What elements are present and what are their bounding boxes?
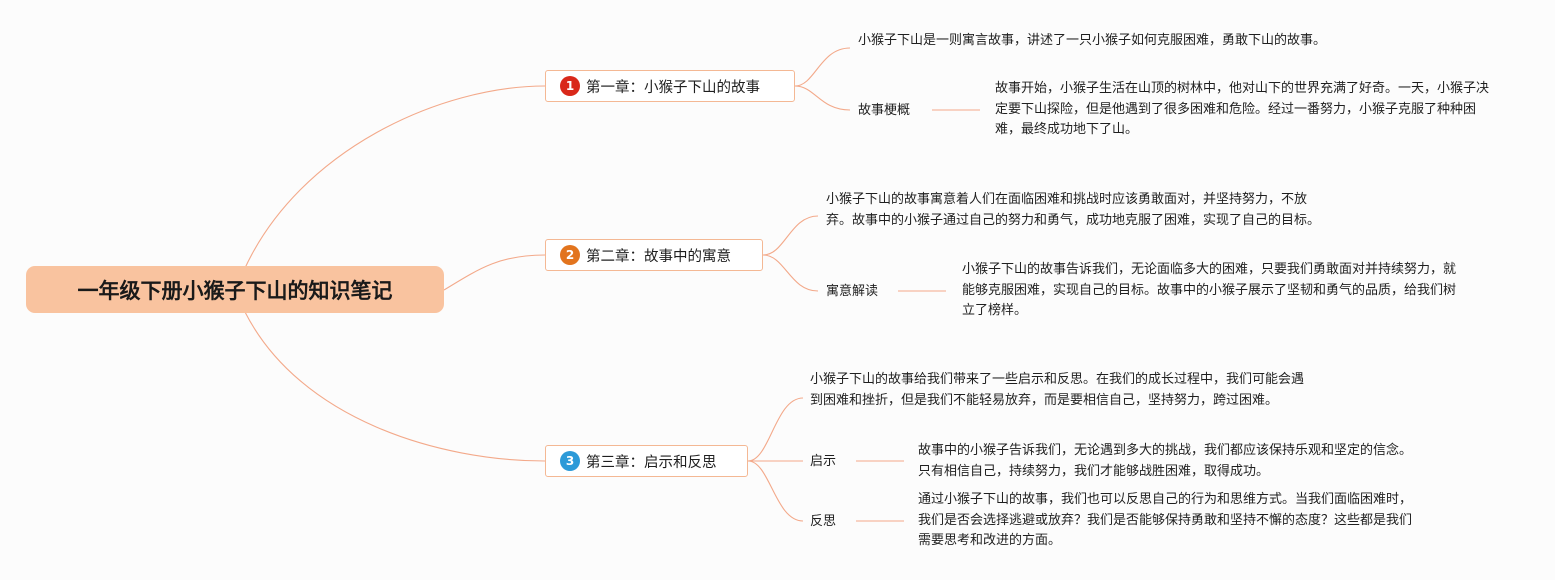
chapter-1-topic-detail[interactable]: 故事开始，小猴子生活在山顶的树林中，他对山下的世界充满了好奇。一天，小猴子决定要… [995, 81, 1490, 137]
chapter-3-topic-2-detail[interactable]: 通过小猴子下山的故事，我们也可以反思自己的行为和思维方式。当我们面临困难时，我们… [918, 492, 1413, 548]
ch1-to-topic-line [794, 85, 851, 111]
ch2-to-topic-line [762, 254, 819, 292]
chapter-2-topic-label[interactable]: 寓意解读 [826, 284, 879, 299]
chapter-number-badge: 2 [560, 245, 580, 265]
ch2-to-summary-line [762, 215, 819, 256]
chapter-1-node[interactable]: 1 第一章：小猴子下山的故事 [545, 70, 795, 102]
chapter-2-node[interactable]: 2 第二章：故事中的寓意 [545, 239, 763, 271]
chapter-3-topic-2-label[interactable]: 反思 [810, 514, 837, 529]
chapter-3-node[interactable]: 3 第三章：启示和反思 [545, 445, 748, 477]
chapter-number-badge: 3 [560, 451, 580, 471]
chapter-1-topic-label[interactable]: 故事梗概 [858, 103, 911, 118]
chapter-3-topic-1-label[interactable]: 启示 [810, 454, 837, 469]
chapter-2-topic-detail[interactable]: 小猴子下山的故事告诉我们，无论面临多大的困难，只要我们勇敢面对并持续努力，就能够… [962, 262, 1457, 318]
chapter-3-summary[interactable]: 小猴子下山的故事给我们带来了一些启示和反思。在我们的成长过程中，我们可能会遇到困… [810, 372, 1305, 408]
chapter-title: 第二章：故事中的寓意 [586, 248, 731, 265]
chapter-title: 第三章：启示和反思 [586, 454, 717, 471]
ch1-to-summary-line [794, 47, 851, 87]
root-to-ch3-line [244, 311, 546, 462]
root-to-ch2-line [443, 254, 546, 291]
chapter-3-topic-1-detail[interactable]: 故事中的小猴子告诉我们，无论遇到多大的挑战，我们都应该保持乐观和坚定的信念。只有… [918, 443, 1413, 479]
chapter-title: 第一章：小猴子下山的故事 [586, 79, 760, 96]
ch3-to-topic-2-line [747, 460, 804, 522]
chapter-1-summary[interactable]: 小猴子下山是一则寓言故事，讲述了一只小猴子如何克服困难，勇敢下山的故事。 [858, 33, 1327, 48]
root-to-ch1-line [244, 85, 546, 269]
ch3-to-summary-line [747, 397, 804, 462]
chapter-2-summary[interactable]: 小猴子下山的故事寓意着人们在面临困难和挑战时应该勇敢面对，并坚持努力，不放弃。故… [826, 192, 1321, 228]
root-topic[interactable]: 一年级下册小猴子下山的知识笔记 [26, 266, 444, 313]
chapter-number-badge: 1 [560, 76, 580, 96]
